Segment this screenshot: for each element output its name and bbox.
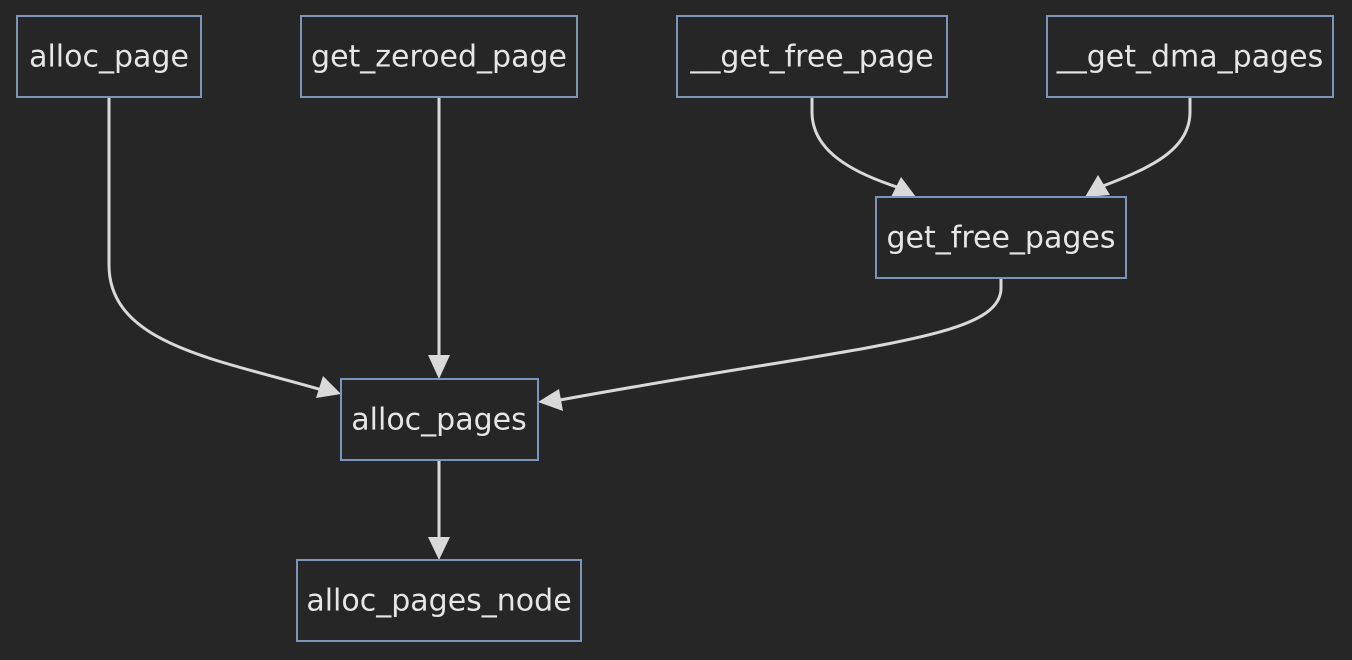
node-get-dma-pages[interactable]: __get_dma_pages xyxy=(1046,15,1334,98)
arrowhead-get-zeroed-page xyxy=(428,355,450,379)
node-label: alloc_pages xyxy=(351,403,526,438)
arrowhead-get-dma-pages xyxy=(1085,175,1110,197)
node-get-free-page[interactable]: __get_free_page xyxy=(676,15,948,98)
node-get-zeroed-page[interactable]: get_zeroed_page xyxy=(300,15,578,98)
node-label: get_zeroed_page xyxy=(311,40,567,75)
node-label: alloc_page xyxy=(29,40,189,75)
node-alloc-pages[interactable]: alloc_pages xyxy=(340,378,539,461)
edge-get-free-page-to-get-free-pages xyxy=(810,98,901,190)
arrowhead-get-free-pages xyxy=(538,389,563,411)
node-alloc-page[interactable]: alloc_page xyxy=(16,15,202,98)
node-get-free-pages[interactable]: get_free_pages xyxy=(875,196,1127,279)
node-label: alloc_pages_node xyxy=(306,584,571,619)
edge-get-dma-pages-to-get-free-pages xyxy=(1102,98,1192,188)
node-label: __get_dma_pages xyxy=(1056,40,1323,75)
edges xyxy=(107,98,1192,560)
node-label: __get_free_page xyxy=(689,40,933,75)
edge-alloc-page-to-alloc-pages xyxy=(107,98,323,392)
arrowhead-alloc-pages xyxy=(428,537,450,560)
arrowhead-get-free-page xyxy=(891,177,916,197)
arrowhead-alloc-page xyxy=(316,376,341,398)
edge-get-free-pages-to-alloc-pages xyxy=(559,279,1003,402)
node-label: get_free_pages xyxy=(887,221,1116,256)
node-alloc-pages-node[interactable]: alloc_pages_node xyxy=(296,559,582,642)
